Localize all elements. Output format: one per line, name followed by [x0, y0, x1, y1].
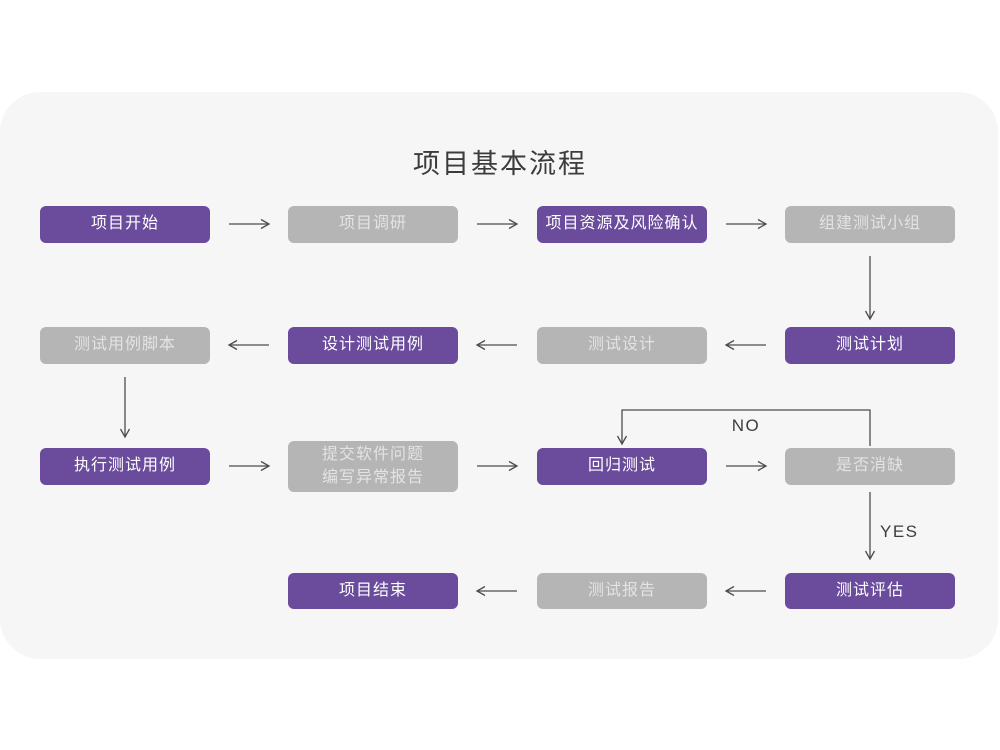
flow-node-regression-test: 回归测试 [537, 448, 707, 485]
edge-label-yes: YES [880, 522, 919, 541]
flowchart-card [0, 92, 998, 659]
flow-node-project-research: 项目调研 [288, 206, 458, 243]
flow-node-project-end: 项目结束 [288, 573, 458, 609]
flow-node-test-case-script: 测试用例脚本 [40, 327, 210, 364]
flow-node-test-plan: 测试计划 [785, 327, 955, 364]
flow-node-resource-risk-confirm: 项目资源及风险确认 [537, 206, 707, 243]
flow-node-test-report: 测试报告 [537, 573, 707, 609]
flow-node-test-design: 测试设计 [537, 327, 707, 364]
flow-node-test-evaluation: 测试评估 [785, 573, 955, 609]
flow-node-execute-test-case: 执行测试用例 [40, 448, 210, 485]
flow-node-project-start: 项目开始 [40, 206, 210, 243]
page-title: 项目基本流程 [413, 149, 587, 179]
edge-label-no: NO [731, 416, 761, 435]
flow-node-build-test-team: 组建测试小组 [785, 206, 955, 243]
flow-node-design-test-case: 设计测试用例 [288, 327, 458, 364]
flow-node-defect-cleared: 是否消缺 [785, 448, 955, 485]
flow-node-submit-issue-report: 提交软件问题 编写异常报告 [288, 441, 458, 492]
